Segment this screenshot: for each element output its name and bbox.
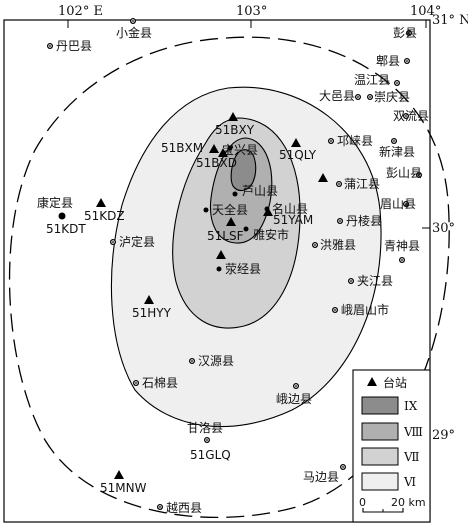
tick-30: 30° [432,221,455,236]
tick-102e: 102° E [58,4,103,19]
county-marker-rings [48,19,421,509]
county-label-yaan: 雅安市 [253,227,289,242]
scale-start-label: 0 [359,496,366,509]
top-ticks [67,20,427,28]
legend: 台站 IX Ⅷ Ⅶ Ⅵ 0 20 km [352,369,431,523]
legend-station-icon [367,377,377,386]
county-label-dayi: 大邑县 [319,89,355,103]
county-label-shimian: 石棉县 [142,376,178,390]
legend-label-ix: IX [404,399,418,413]
station-label-51qly: 51QLY [279,148,317,162]
legend-swatch-vi [361,472,399,491]
county-label-baoxing: 宝兴县 [222,143,258,157]
county-label-yuexi: 越西县 [166,501,202,515]
county-label-qionglai: 邛崃县 [337,134,373,148]
county-markers [47,18,422,510]
tick-29: 29° [432,428,455,443]
county-label-ebian: 峨边县 [276,392,312,406]
county-label-chongqing: 崇庆县 [374,90,410,104]
county-label-qingshen: 青神县 [384,239,420,253]
county-label-mingshan: 名山县 [272,201,308,216]
county-label-lushan: 芦山县 [242,184,278,198]
station-label-51lsf: 51LSF [207,229,244,243]
tick-31n: 31° N [432,13,468,28]
county-label-meishan: 眉山县 [380,197,416,211]
tick-103: 103° [236,4,267,19]
intensity-ix-zone [230,149,257,191]
county-label-luding: 泸定县 [119,234,155,249]
legend-station-label: 台站 [383,375,407,390]
tick-104: 104° [410,4,441,19]
county-label-pujiang: 蒲江县 [344,177,380,191]
county-label-pengshan: 彭山县 [386,166,422,180]
station-label-51bxd: 51BXD [196,156,237,170]
county-label-mabian: 马边县 [303,470,339,484]
legend-swatch-vii [361,447,399,466]
county-label-ganluo: 甘洛县 [187,420,223,435]
station-label-51glq: 51GLQ [190,448,231,462]
county-label-xiaojin: 小金县 [116,25,152,40]
station-label-51mnw: 51MNW [100,481,147,495]
station-label-51bxm: 51BXM [161,141,203,155]
county-label-pixian: 郫县 [376,53,400,68]
county-label-hanyuan: 汉源县 [198,354,234,368]
county-label-kangding: 康定县 [37,195,73,210]
legend-label-viii: Ⅷ [403,425,423,439]
station-label-51kdz: 51KDZ [84,209,125,223]
scale-end-label: 20 km [391,496,426,509]
county-label-wenjiang: 温江县 [354,73,390,87]
station-label-51kdt: 51KDT [46,222,86,236]
legend-box [352,369,431,523]
county-label-danling: 丹棱县 [346,213,382,228]
county-label-emeishan: 峨眉山市 [341,302,389,317]
outer-dashed-isoseismal [8,36,450,519]
legend-swatch-ix [361,396,399,415]
county-label-tianquan: 天全县 [212,202,248,217]
station-label-51bxy: 51BXY [215,123,255,137]
county-label-danba: 丹巴县 [56,39,92,53]
county-label-pengxian: 彭县 [393,26,417,40]
county-label-xinjin: 新津县 [379,144,415,159]
legend-swatch-viii [361,422,399,441]
legend-label-vii: Ⅶ [403,450,420,464]
county-label-jiajiang: 夹江县 [357,274,393,288]
station-label-51yam: 51YAM [273,213,313,227]
county-label-yingjing: 荥经县 [225,262,261,276]
county-label-hongya: 洪雅县 [320,237,356,252]
station-label-51hyy: 51HYY [132,306,172,320]
legend-label-vi: Ⅵ [403,475,416,489]
station-markers [96,112,328,479]
county-label-shuangliu: 双流县 [393,109,429,123]
